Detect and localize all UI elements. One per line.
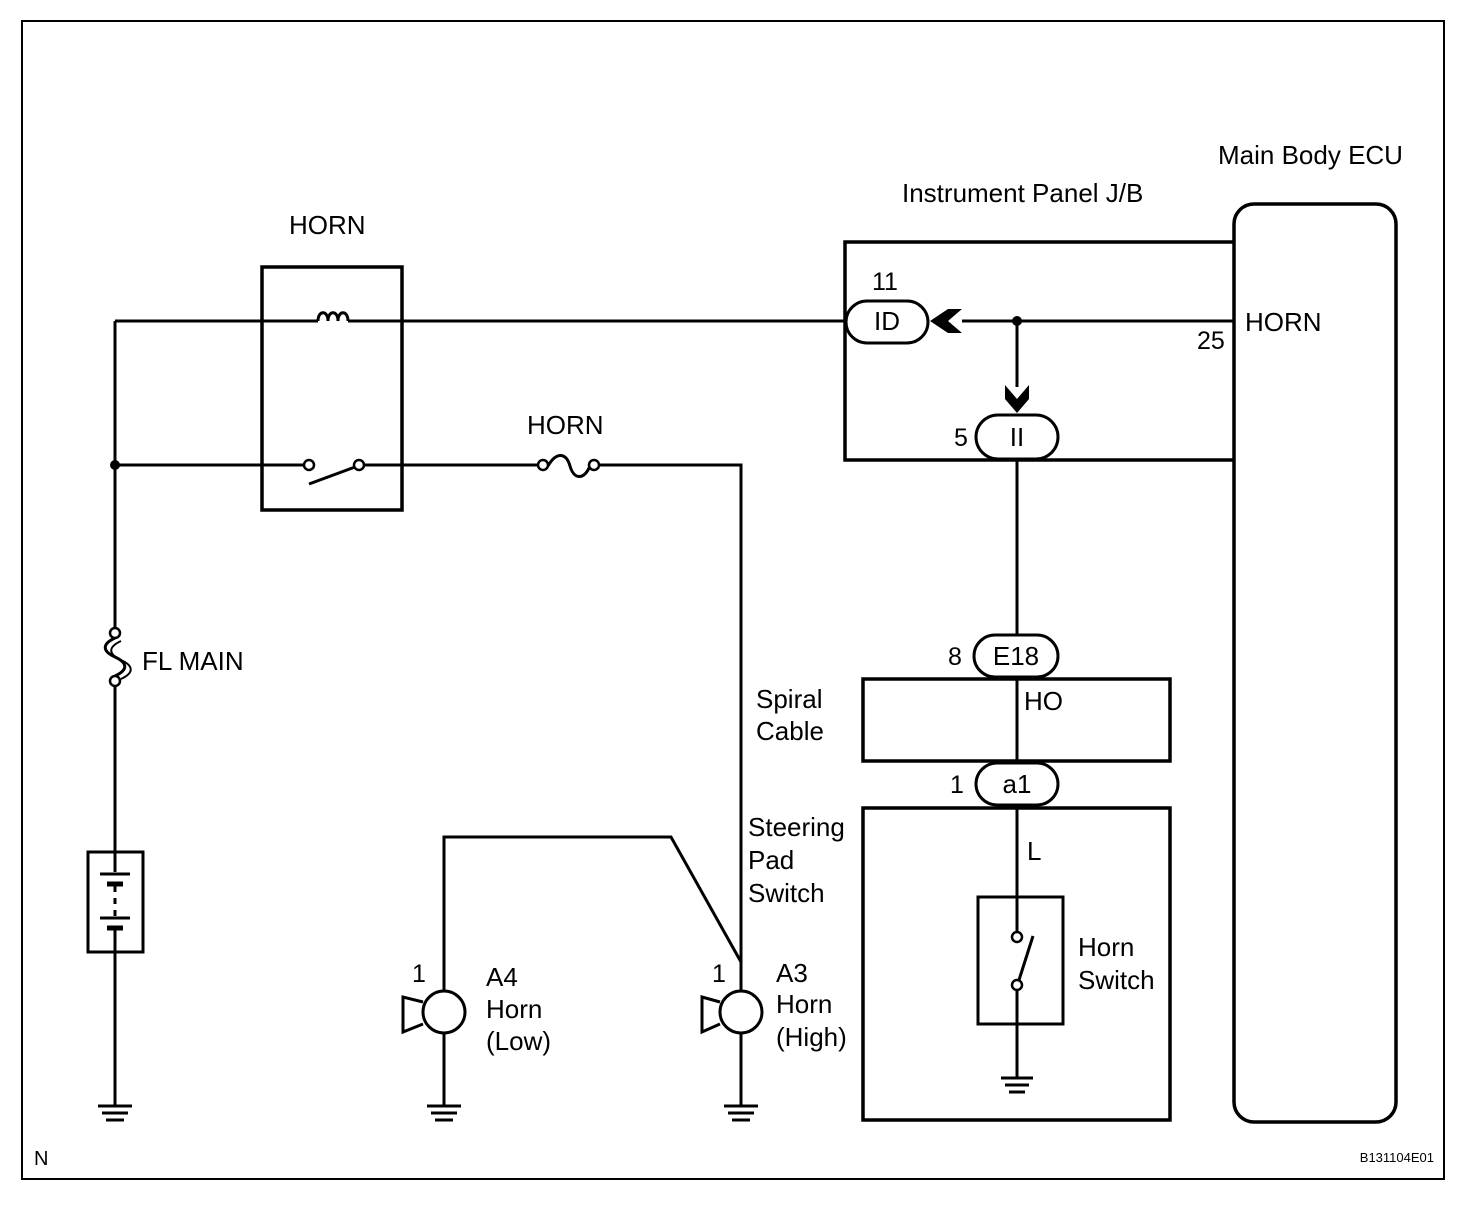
spiral-cable-label-1: Spiral <box>756 684 822 714</box>
horn-fuse-contact-left <box>536 458 550 472</box>
horn-relay-label: HORN <box>289 210 366 240</box>
ground-icon <box>1001 1076 1033 1094</box>
horn-switch-contact-bottom <box>1010 978 1024 992</box>
connector-id-arrow <box>930 309 962 333</box>
horn-low-label-2: Horn <box>486 994 542 1024</box>
connector-a1-pin: 1 <box>950 771 964 799</box>
fl-main-contact-top <box>108 626 122 640</box>
steering-pad-label-2: Pad <box>748 845 794 875</box>
wire-fuse-to-a3 <box>599 463 743 990</box>
horn-low-label-1: A4 <box>486 962 518 992</box>
fl-main-label: FL MAIN <box>142 646 244 676</box>
fl-main-fuse-icon-2 <box>110 640 132 680</box>
horn-switch-contact-top <box>1010 930 1024 944</box>
connector-e18-name: E18 <box>993 641 1039 671</box>
horn-fuse-contact-right <box>587 458 601 472</box>
figure-code: B131104E01 <box>1360 1150 1434 1165</box>
relay-coil-icon <box>316 311 350 322</box>
diagram-frame <box>21 20 1445 1180</box>
connector-ii-arrow <box>1005 385 1029 413</box>
horn-fuse-icon <box>546 454 592 478</box>
horn-fuse-label: HORN <box>527 410 604 440</box>
relay-switch-contact-left <box>302 458 316 472</box>
fl-main-contact-bottom <box>108 674 122 688</box>
wire-a3-to-a4 <box>442 835 743 990</box>
connector-a1-name: a1 <box>1003 769 1032 799</box>
horn-high-label-2: Horn <box>776 989 832 1019</box>
ecu-horn-terminal-label: HORN <box>1245 307 1322 337</box>
horn-switch-box <box>976 895 1065 1026</box>
horn-high-speaker-icon <box>700 995 721 1035</box>
connector-e18-pin: 8 <box>948 643 962 671</box>
junction-dot-left <box>110 460 120 470</box>
connector-id-name: ID <box>874 306 900 336</box>
horn-high-label-3: (High) <box>776 1022 847 1052</box>
horn-switch-label-2: Switch <box>1078 965 1155 995</box>
spiral-cable-label-2: Cable <box>756 716 824 746</box>
corner-letter: N <box>34 1148 48 1170</box>
horn-low-speaker-icon <box>401 995 424 1035</box>
steering-pad-label-1: Steering <box>748 812 845 842</box>
ground-icon <box>427 1104 461 1122</box>
horn-switch-blade <box>1017 935 1035 981</box>
ground-icon <box>98 1104 132 1122</box>
wire-ho-label: HO <box>1024 686 1063 716</box>
connector-ii-pin: 5 <box>954 424 968 452</box>
horn-low-body <box>421 989 467 1035</box>
horn-high-label-1: A3 <box>776 958 808 988</box>
horn-low-label-3: (Low) <box>486 1026 551 1056</box>
connector-ii-name: II <box>1010 422 1024 452</box>
connector-id-pin: 11 <box>872 268 898 296</box>
horn-relay-box <box>260 265 404 512</box>
main-body-ecu-box <box>1232 202 1398 1124</box>
horn-high-pin: 1 <box>712 960 726 988</box>
battery-icon <box>100 852 130 952</box>
main-body-ecu-label: Main Body ECU <box>1218 140 1403 170</box>
horn-switch-label-1: Horn <box>1078 932 1134 962</box>
horn-high-body <box>718 989 764 1035</box>
ecu-horn-pin: 25 <box>1197 327 1225 355</box>
relay-switch-contact-right <box>352 458 366 472</box>
steering-pad-label-3: Switch <box>748 878 825 908</box>
wire-l-label: L <box>1027 836 1041 866</box>
horn-low-pin: 1 <box>412 960 426 988</box>
relay-switch-blade <box>308 465 356 486</box>
ground-icon <box>724 1104 758 1122</box>
instrument-panel-jb-label: Instrument Panel J/B <box>902 178 1143 208</box>
